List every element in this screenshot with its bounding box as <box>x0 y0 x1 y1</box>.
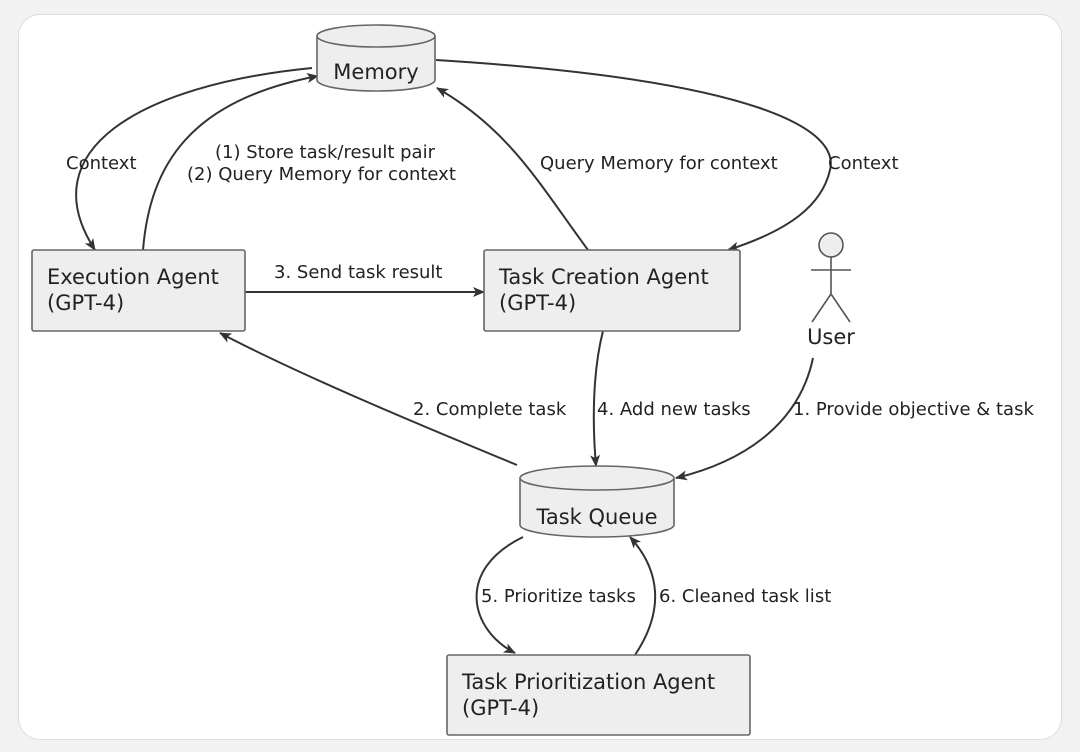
user-actor-icon <box>811 232 851 323</box>
memory-label: Memory <box>333 60 418 84</box>
label-add-new-tasks: 4. Add new tasks <box>597 399 751 420</box>
task-creation-agent-box: Task Creation Agent (GPT-4) <box>483 249 741 332</box>
label-query-memory-exec: (2) Query Memory for context <box>187 164 456 185</box>
task-prioritization-agent-subtitle: (GPT-4) <box>462 696 539 720</box>
label-complete-task: 2. Complete task <box>413 399 567 420</box>
edge-prioritization-to-queue <box>629 536 656 656</box>
memory-database: Memory <box>316 24 436 92</box>
label-send-task-result: 3. Send task result <box>274 262 443 283</box>
edge-queue-to-prioritization <box>475 536 524 654</box>
edge-creation-to-queue <box>590 330 604 467</box>
label-provide-objective: 1. Provide objective & task <box>793 399 1034 420</box>
diagram-frame <box>18 14 1062 740</box>
edge-memory-to-execution <box>75 67 313 251</box>
label-store-task-result: (1) Store task/result pair <box>215 142 436 163</box>
edge-execution-to-memory <box>142 73 319 251</box>
task-creation-agent-subtitle: (GPT-4) <box>499 291 576 315</box>
task-queue-database: Task Queue <box>519 465 675 538</box>
edge-creation-to-memory <box>436 87 589 251</box>
label-cleaned-task-list: 6. Cleaned task list <box>659 586 831 607</box>
task-creation-agent-title: Task Creation Agent <box>498 265 709 289</box>
label-prioritize-tasks: 5. Prioritize tasks <box>481 586 636 607</box>
task-queue-label: Task Queue <box>536 505 658 529</box>
edge-memory-to-creation <box>435 59 832 252</box>
edge-queue-to-execution <box>219 332 518 466</box>
execution-agent-title: Execution Agent <box>47 265 219 289</box>
edge-user-to-queue <box>675 357 814 481</box>
task-prioritization-agent-title: Task Prioritization Agent <box>461 670 715 694</box>
label-memory-to-creation: Context <box>828 153 899 174</box>
execution-agent-box: Execution Agent (GPT-4) <box>31 249 246 332</box>
execution-agent-subtitle: (GPT-4) <box>47 291 124 315</box>
user-label: User <box>807 325 855 349</box>
label-memory-to-execution: Context <box>66 153 137 174</box>
label-creation-query-memory: Query Memory for context <box>540 153 778 174</box>
task-prioritization-agent-box: Task Prioritization Agent (GPT-4) <box>446 654 751 736</box>
